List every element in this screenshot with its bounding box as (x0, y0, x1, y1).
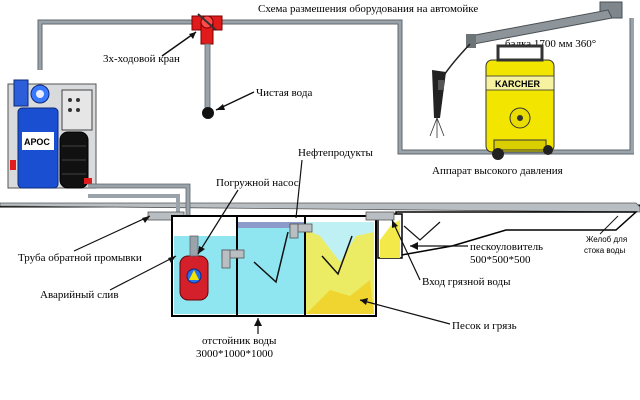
aros-brand: АРОС (24, 137, 50, 147)
submersible-pump (179, 235, 209, 301)
settler-label-1: отстойник воды (202, 335, 277, 347)
sand-trap (365, 211, 638, 259)
sand-trap-label-1: пескоуловитель (470, 241, 543, 253)
sand-dirt-label: Песок и грязь (452, 320, 517, 332)
oil-products-label: Нефтепродукты (298, 147, 373, 159)
dirty-inlet-label: Вход грязной воды (422, 276, 511, 288)
pump-label: Погружной насос (216, 177, 299, 189)
clean-water-outlet (202, 107, 214, 119)
valve-label: 3х-ходовой кран (103, 53, 180, 65)
water-treatment-unit: АРОС (7, 79, 97, 189)
karcher-brand: KARCHER (495, 79, 541, 89)
gutter-label-1: Желоб для (586, 235, 627, 244)
sand-trap-label-2: 500*500*500 (470, 254, 531, 266)
top-water-pipe (38, 18, 634, 154)
beam-label: балка 1700 мм 360° (505, 38, 596, 50)
clean-water-pipe (204, 43, 211, 111)
diagram-title: Схема размешения оборудования на автомой… (258, 3, 478, 15)
clean-water-label: Чистая вода (256, 87, 312, 99)
settler-label-2: 3000*1000*1000 (196, 348, 274, 360)
gutter-label-2: стока воды (584, 246, 625, 255)
backwash-pipe-label: Труба обратной промывки (18, 252, 142, 264)
emergency-drain-label: Аварийный слив (40, 289, 119, 301)
backwash-pipe (88, 194, 180, 216)
karcher-washer: KARCHER (485, 44, 555, 160)
spray-gun (429, 70, 446, 138)
rotating-beam (466, 1, 623, 48)
three-way-valve (191, 13, 223, 45)
high-pressure-label: Аппарат высокого давления (432, 165, 563, 177)
